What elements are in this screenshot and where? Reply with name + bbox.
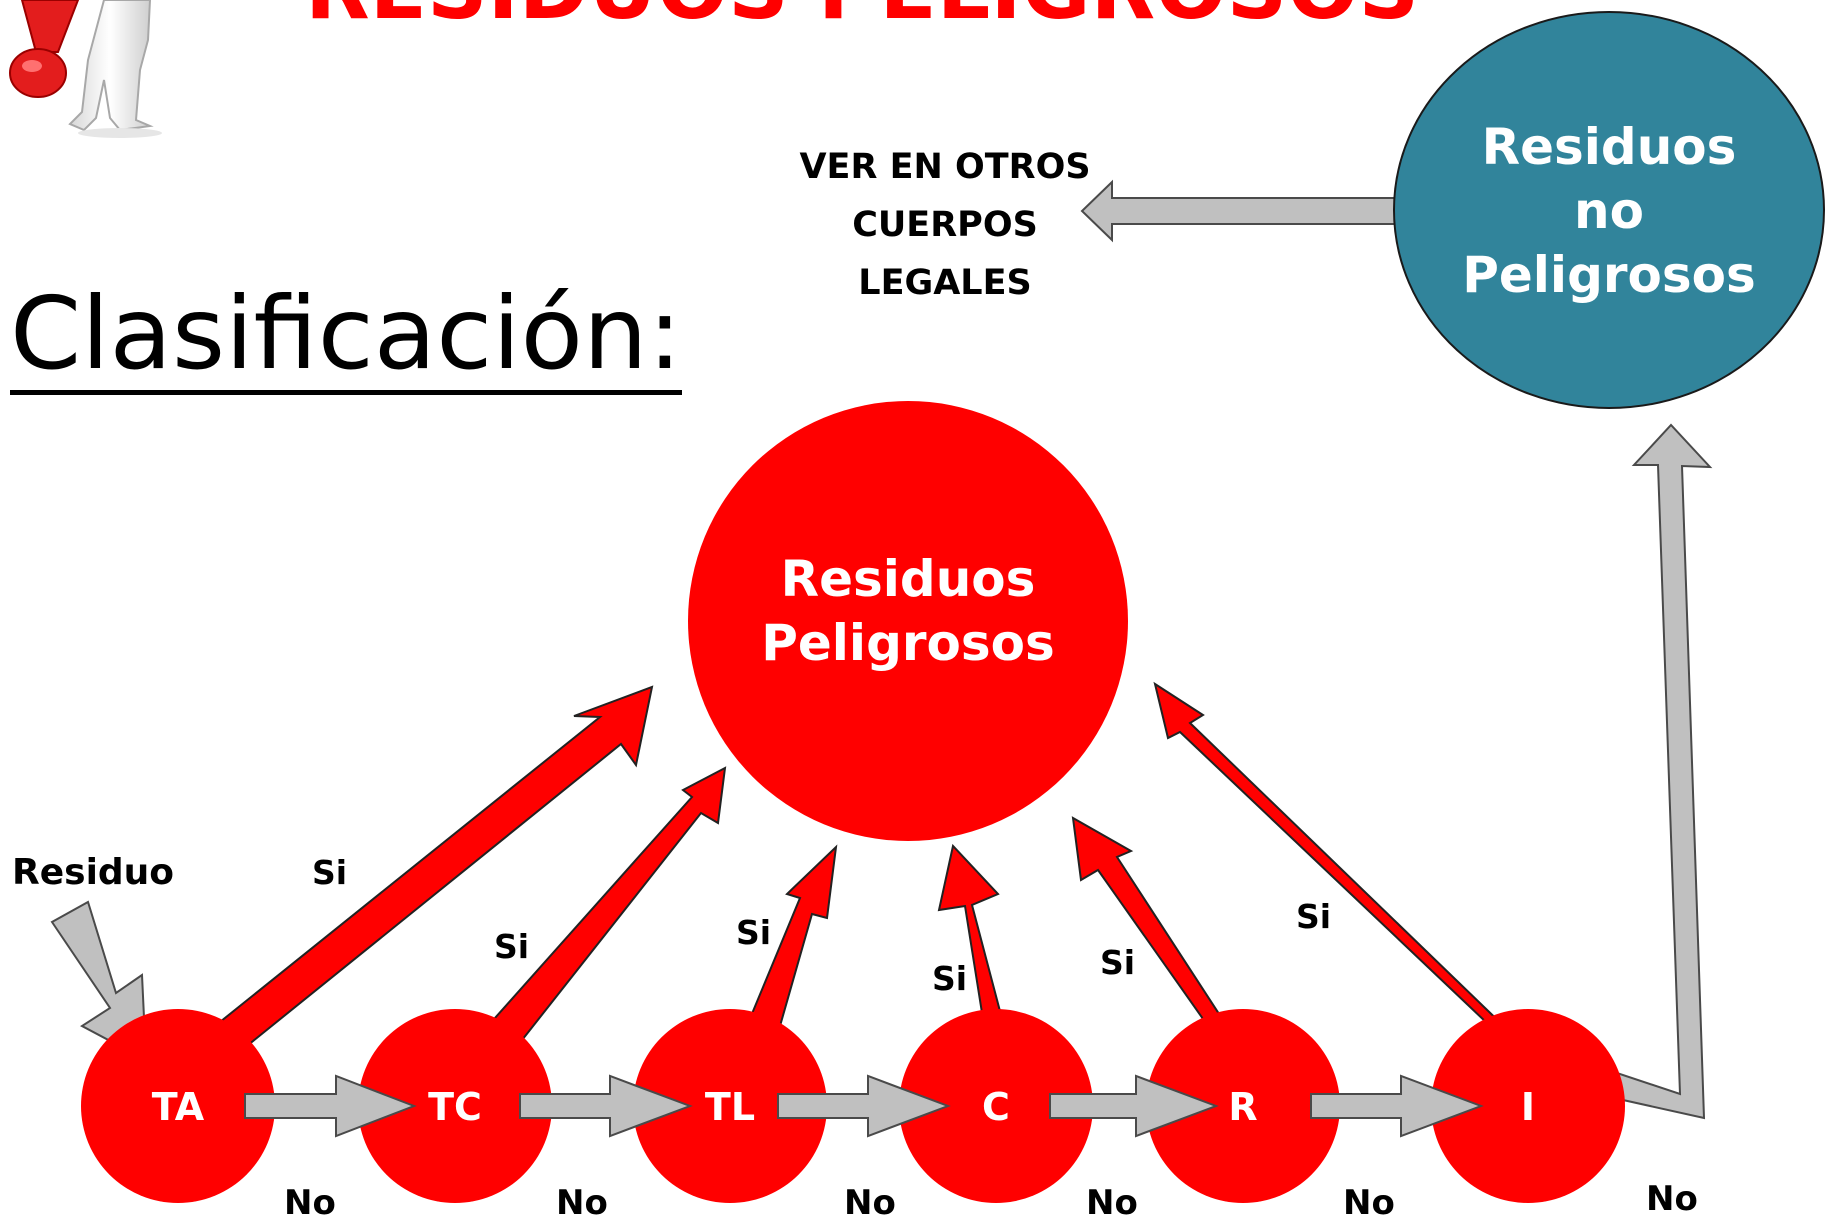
yes-arrow-tl xyxy=(742,844,838,1042)
classification-heading: Clasificación: xyxy=(10,275,682,392)
step-label-i: I xyxy=(1521,1085,1535,1129)
exclamation-figure-icon xyxy=(0,0,182,140)
step-label-ta: TA xyxy=(152,1085,205,1129)
no-arrow-r-i xyxy=(1310,1074,1484,1138)
no-labels: No No No No No No xyxy=(284,1179,1698,1218)
step-node-tc: TC xyxy=(358,1009,552,1203)
step-node-r: R xyxy=(1146,1009,1340,1203)
note-line-2: CUERPOS xyxy=(852,205,1038,245)
yes-label-tc: Si xyxy=(494,927,529,966)
yes-arrows xyxy=(208,681,1513,1070)
non-hazardous-line-3: Peligrosos xyxy=(1462,246,1756,304)
step-label-c: C xyxy=(982,1085,1010,1129)
step-node-i: I xyxy=(1431,1009,1625,1203)
yes-label-c: Si xyxy=(932,959,967,998)
no-arrow-tl-c xyxy=(777,1074,951,1138)
no-label-ta: No xyxy=(284,1183,336,1218)
arrow-to-other-laws xyxy=(1080,179,1401,243)
step-label-tc: TC xyxy=(428,1085,482,1129)
see-other-laws-note: VER EN OTROS CUERPOS LEGALES xyxy=(799,147,1090,303)
note-line-3: LEGALES xyxy=(858,263,1031,303)
hazardous-line-2: Peligrosos xyxy=(761,614,1055,672)
yes-labels: Si Si Si Si Si Si xyxy=(312,853,1331,998)
input-label: Residuo xyxy=(12,852,174,893)
no-label-tc: No xyxy=(556,1183,608,1218)
yes-label-r: Si xyxy=(1100,943,1135,982)
hazardous-waste-node: Residuos Peligrosos xyxy=(688,401,1128,841)
non-hazardous-waste-node: Residuos no Peligrosos xyxy=(1393,11,1825,409)
no-label-tl: No xyxy=(844,1183,896,1218)
no-label-c: No xyxy=(1086,1183,1138,1218)
yes-arrow-i xyxy=(1153,681,1513,1035)
yes-label-ta: Si xyxy=(312,853,347,892)
page-title: RESIDUOS PELIGROSOS xyxy=(305,0,1419,38)
yes-label-i: Si xyxy=(1296,897,1331,936)
heading-underline xyxy=(10,390,682,395)
no-label-i: No xyxy=(1646,1179,1698,1218)
yes-arrow-tc xyxy=(468,766,727,1070)
step-label-tl: TL xyxy=(705,1085,755,1129)
hazardous-line-1: Residuos xyxy=(781,550,1036,608)
arrow-to-non-hazardous xyxy=(1613,423,1713,1120)
no-arrow-tc-tl xyxy=(519,1074,693,1138)
yes-arrow-ta xyxy=(208,685,654,1060)
step-node-c: C xyxy=(899,1009,1093,1203)
no-arrows xyxy=(244,1074,1484,1138)
step-node-tl: TL xyxy=(633,1009,827,1203)
non-hazardous-line-1: Residuos xyxy=(1482,118,1737,176)
non-hazardous-line-2: no xyxy=(1574,182,1644,240)
step-label-r: R xyxy=(1228,1085,1257,1129)
note-line-1: VER EN OTROS xyxy=(799,147,1090,187)
no-arrow-ta-tc xyxy=(244,1074,417,1138)
no-arrow-c-r xyxy=(1049,1074,1219,1138)
step-node-ta: TA xyxy=(81,1009,275,1203)
step-nodes: TA TC TL C R I xyxy=(81,1009,1625,1203)
no-label-r: No xyxy=(1343,1183,1395,1218)
yes-arrow-r xyxy=(1071,816,1239,1043)
yes-label-tl: Si xyxy=(736,913,771,952)
